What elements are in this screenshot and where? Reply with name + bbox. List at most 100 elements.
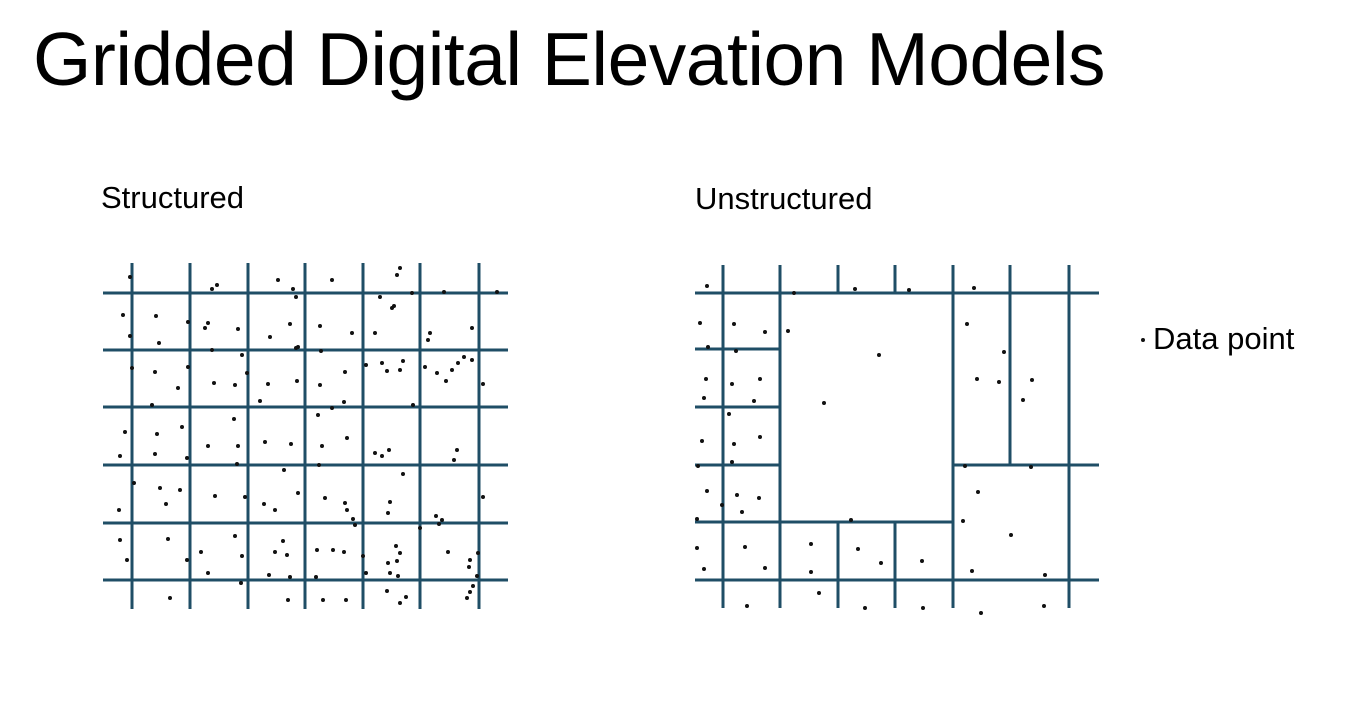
data-point [178,488,182,492]
data-point [199,550,203,554]
data-point [117,508,121,512]
data-point [210,348,214,352]
data-point [121,313,125,317]
data-point [353,523,357,527]
data-point [215,283,219,287]
data-point [1021,398,1025,402]
data-point [210,287,214,291]
data-point [411,403,415,407]
data-point [695,546,699,550]
data-point [296,491,300,495]
data-point [1042,604,1046,608]
data-point [395,273,399,277]
data-point [1029,465,1033,469]
data-point [380,454,384,458]
data-point [404,595,408,599]
data-point [822,401,826,405]
data-point [455,448,459,452]
data-point [233,383,237,387]
data-point [387,448,391,452]
unstructured-grid-diagram [695,265,1099,615]
data-point [289,442,293,446]
data-point [263,440,267,444]
data-point [921,606,925,610]
data-point [972,286,976,290]
data-point [294,346,298,350]
data-point [735,493,739,497]
data-point [321,598,325,602]
data-point [428,331,432,335]
data-point [757,496,761,500]
data-point [877,353,881,357]
data-point [745,604,749,608]
data-point [236,444,240,448]
data-point [475,574,479,578]
data-point [1009,533,1013,537]
data-point [288,575,292,579]
data-point [315,548,319,552]
data-point [239,581,243,585]
legend-label: Data point [1153,321,1295,356]
unstructured-label: Unstructured [695,181,873,216]
data-point [276,278,280,282]
data-point [286,598,290,602]
data-point [440,518,444,522]
data-point [495,290,499,294]
data-point [423,365,427,369]
data-point [396,574,400,578]
data-point [763,566,767,570]
data-point [378,295,382,299]
data-point [166,537,170,541]
data-point [132,481,136,485]
data-point [997,380,1001,384]
data-point [734,349,738,353]
data-point [698,321,702,325]
data-point [342,550,346,554]
data-point [758,377,762,381]
data-point [920,559,924,563]
data-point [471,584,475,588]
structured-grid-diagram [103,263,508,609]
data-point [388,571,392,575]
data-point [418,526,422,530]
data-point [398,368,402,372]
structured-data-points [117,266,499,605]
data-point [125,558,129,562]
data-point [398,551,402,555]
data-point [853,287,857,291]
data-point [343,501,347,505]
data-point [288,322,292,326]
data-point [863,606,867,610]
data-point [185,456,189,460]
data-point [186,320,190,324]
data-point [282,468,286,472]
data-point [316,413,320,417]
data-point [153,452,157,456]
data-point [385,369,389,373]
data-point [401,472,405,476]
data-point [345,436,349,440]
data-point [123,430,127,434]
data-point [758,435,762,439]
data-point [849,518,853,522]
data-point [786,329,790,333]
data-point [398,601,402,605]
data-point [970,569,974,573]
data-point [130,366,134,370]
data-point [809,542,813,546]
data-point [245,371,249,375]
data-point [856,547,860,551]
data-point [180,425,184,429]
data-point [273,508,277,512]
data-point [730,460,734,464]
data-point [476,551,480,555]
data-point [702,396,706,400]
data-point [437,522,441,526]
data-point [696,464,700,468]
data-point [150,403,154,407]
data-point [243,495,247,499]
data-point [281,539,285,543]
data-point [434,514,438,518]
data-point [361,554,365,558]
data-point [976,490,980,494]
